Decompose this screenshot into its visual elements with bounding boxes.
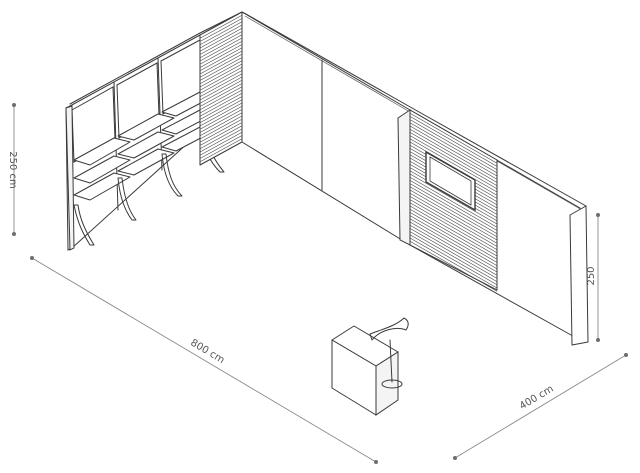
dimension-length: 800 cm <box>30 256 378 464</box>
dimension-height-left: 250 cm <box>7 103 18 236</box>
stool <box>369 317 409 389</box>
shelves <box>73 91 215 201</box>
end-panel-left <box>65 105 75 251</box>
height-right-label: 250 <box>586 266 597 285</box>
tv-screen <box>425 150 476 212</box>
counter <box>331 325 399 416</box>
width-label: 400 cm <box>518 383 556 412</box>
slat-panel-left <box>199 11 243 166</box>
height-left-label: 250 cm <box>7 151 18 189</box>
dimension-width: 400 cm <box>453 353 628 460</box>
slat-panel-right <box>409 109 498 292</box>
end-panel-right <box>397 109 589 346</box>
back-wall-right <box>241 11 413 246</box>
dimension-height-right: 250 <box>586 213 600 342</box>
